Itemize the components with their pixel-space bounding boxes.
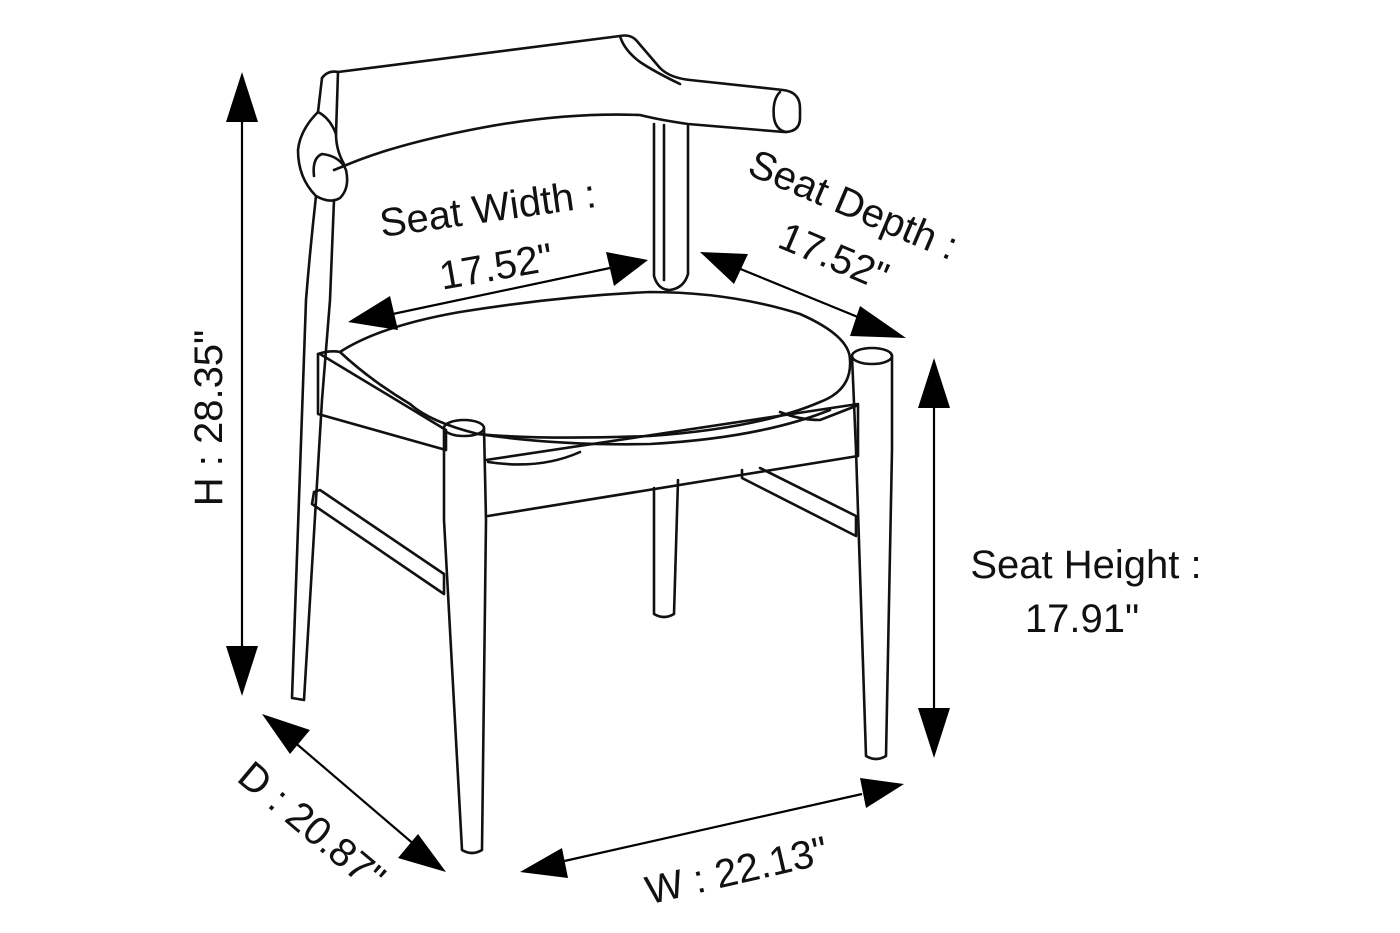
back-left-post [290,194,336,702]
seat-frame-left [316,352,448,452]
front-left-leg-top [442,418,486,438]
seat-cushion [338,290,852,439]
left-arm-end [296,76,349,202]
seat-height-arrow [918,358,950,758]
back-center-spindle [652,122,690,292]
right-stretcher [740,466,858,538]
chair-drawing [290,34,894,855]
front-right-leg-top [850,346,894,366]
seat-depth-arrow [700,252,906,338]
dimension-labels: Seat Width : 17.52" Seat Depth : 17.52" … [187,142,1202,914]
seat-frame-front [484,402,860,518]
width-label: W : 22.13" [641,829,832,914]
seat-width-label: Seat Width : [377,172,599,246]
front-left-leg [442,426,488,855]
back-right-leg [652,478,680,619]
seat-height-label: Seat Height : [970,543,1201,587]
width-arrow [520,778,904,878]
seat-height-value: 17.91" [1025,597,1139,641]
depth-arrow [262,714,446,872]
height-arrow [226,72,258,696]
seat-width-arrow [348,252,648,330]
height-label: H : 28.35" [187,330,231,507]
left-stretcher [310,488,446,596]
depth-label: D : 20.87" [230,753,394,900]
backrest-rail [320,34,802,172]
seat-width-value: 17.52" [436,235,556,298]
dimension-arrows [226,72,950,878]
front-right-leg [850,354,894,761]
